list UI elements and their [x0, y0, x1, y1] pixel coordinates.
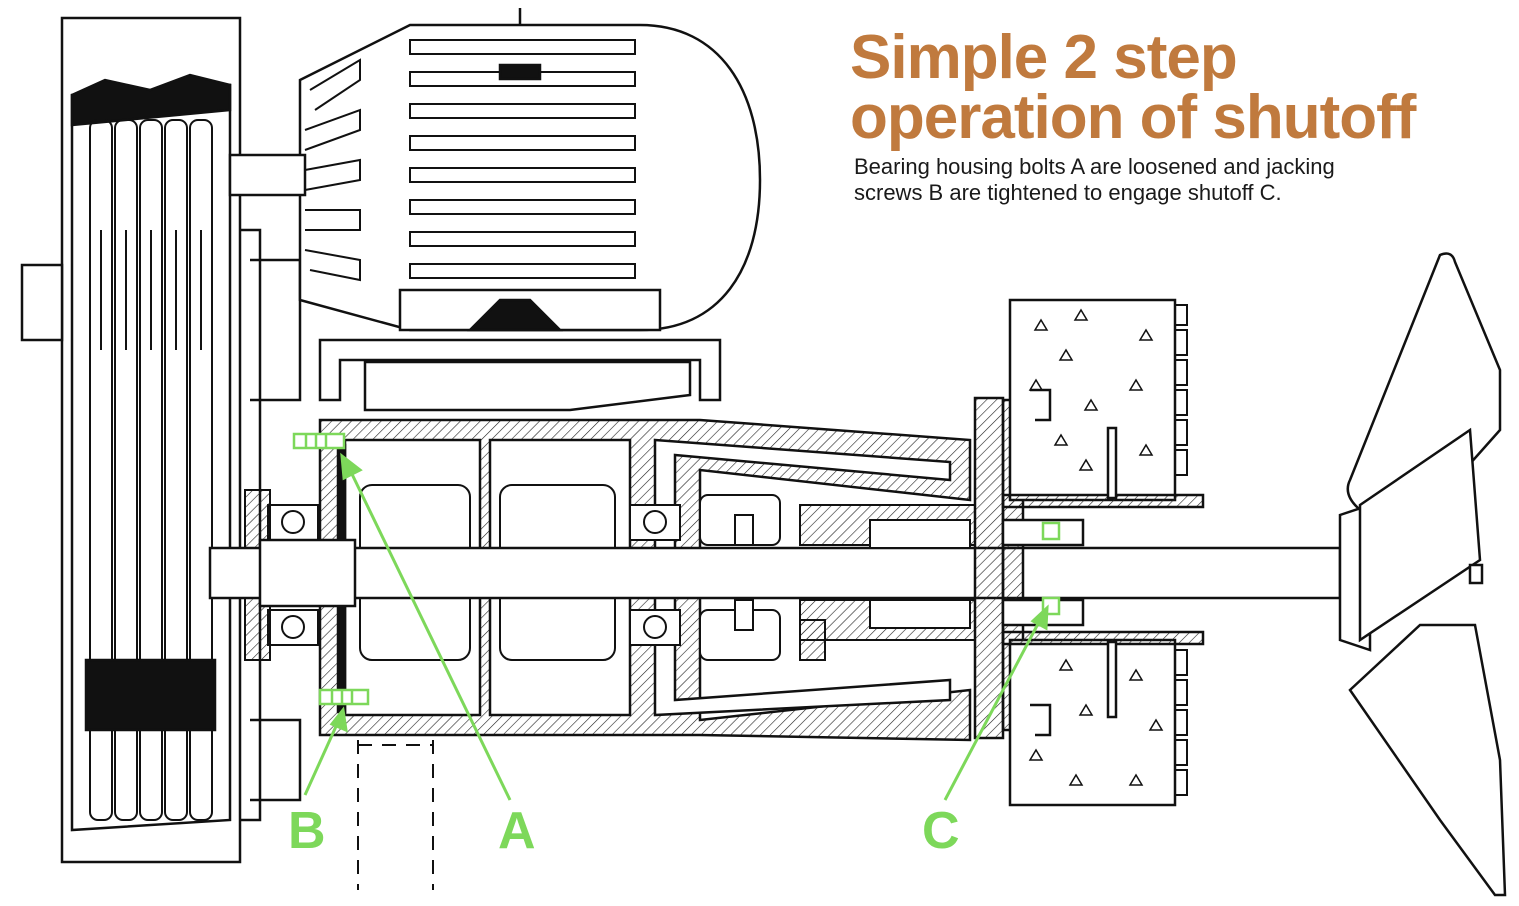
shaft-seal-assembly: [734, 504, 976, 661]
leader-lines: [303, 452, 1049, 801]
caption-line-1: Bearing housing bolts A are loosened and…: [854, 154, 1335, 179]
mixer-shaft: [208, 538, 1342, 608]
v-belt-grooves: [89, 119, 213, 821]
electric-motor: [228, 8, 762, 332]
mixer-propeller: [1338, 252, 1507, 897]
title-line-2: operation of shutoff: [850, 83, 1416, 152]
bolt-a: [292, 432, 346, 450]
callout-a: A: [498, 802, 536, 860]
caption-text: Bearing housing bolts A are loosened and…: [854, 154, 1494, 206]
title-line-1: Simple 2 step: [850, 23, 1238, 92]
support-leg-dashed: [357, 740, 434, 890]
jacking-screw-b: [318, 688, 370, 706]
motor-base: [318, 338, 722, 412]
drive-sheave: [20, 16, 302, 864]
page-title: Simple 2 step operation of shutoff: [850, 23, 1416, 152]
callout-b: B: [288, 802, 326, 860]
caption-line-2: screws B are tightened to engage shutoff…: [854, 180, 1282, 205]
tank-wall: [1001, 298, 1205, 807]
callout-c: C: [922, 802, 960, 860]
